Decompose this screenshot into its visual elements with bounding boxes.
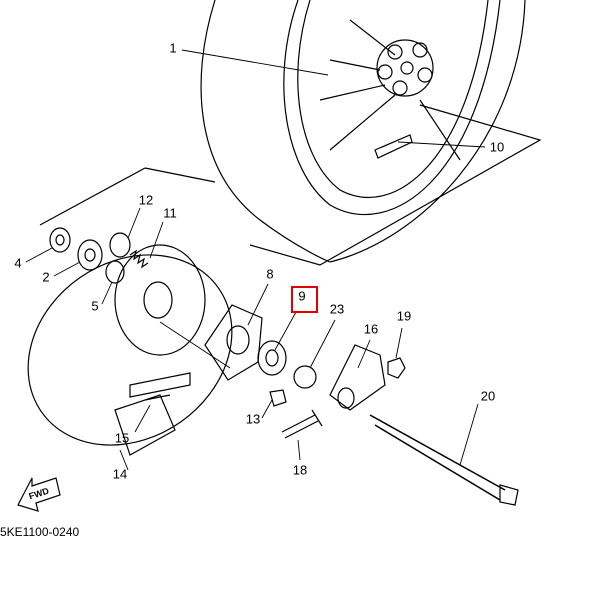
callout-4[interactable]: 4 bbox=[14, 255, 22, 271]
bolt-18 bbox=[281, 409, 323, 439]
callout-12[interactable]: 12 bbox=[138, 192, 154, 208]
hub-flange-8 bbox=[204, 304, 263, 381]
callout-11[interactable]: 11 bbox=[163, 205, 177, 221]
callout-18[interactable]: 18 bbox=[292, 462, 308, 478]
callout-13[interactable]: 13 bbox=[245, 411, 261, 427]
callout-14[interactable]: 14 bbox=[112, 466, 128, 482]
callout-8[interactable]: 8 bbox=[266, 266, 274, 282]
callout-16[interactable]: 16 bbox=[363, 321, 379, 337]
axle-20 bbox=[369, 414, 506, 491]
small-parts bbox=[27, 227, 519, 506]
collar-12 bbox=[109, 232, 131, 258]
chain-link-plate bbox=[114, 394, 176, 456]
nut-19 bbox=[387, 357, 406, 379]
leader-lines bbox=[25, 49, 486, 471]
bearing-2 bbox=[77, 239, 103, 271]
chain bbox=[27, 254, 233, 446]
rear-wheel bbox=[200, 0, 526, 263]
assembly-plane-lines bbox=[39, 104, 542, 266]
nut-13 bbox=[269, 389, 287, 407]
callout-5[interactable]: 5 bbox=[91, 298, 99, 314]
callout-9[interactable]: 9 bbox=[298, 288, 306, 304]
highlight-box bbox=[291, 286, 318, 313]
callout-15[interactable]: 15 bbox=[114, 430, 130, 446]
sprocket-11 bbox=[114, 244, 206, 356]
callout-10[interactable]: 10 bbox=[489, 139, 505, 155]
callout-23[interactable]: 23 bbox=[329, 301, 345, 317]
callout-2[interactable]: 2 bbox=[42, 269, 50, 285]
callout-19[interactable]: 19 bbox=[396, 308, 412, 324]
forward-arrow-icon bbox=[17, 477, 61, 512]
collar-5 bbox=[105, 260, 125, 284]
callout-1[interactable]: 1 bbox=[169, 40, 177, 56]
bearing-9 bbox=[257, 340, 287, 376]
washer-4 bbox=[49, 227, 71, 253]
callout-20[interactable]: 20 bbox=[480, 388, 496, 404]
collar-23 bbox=[293, 365, 317, 389]
diagram-code: 5KE1100-0240 bbox=[0, 525, 80, 539]
